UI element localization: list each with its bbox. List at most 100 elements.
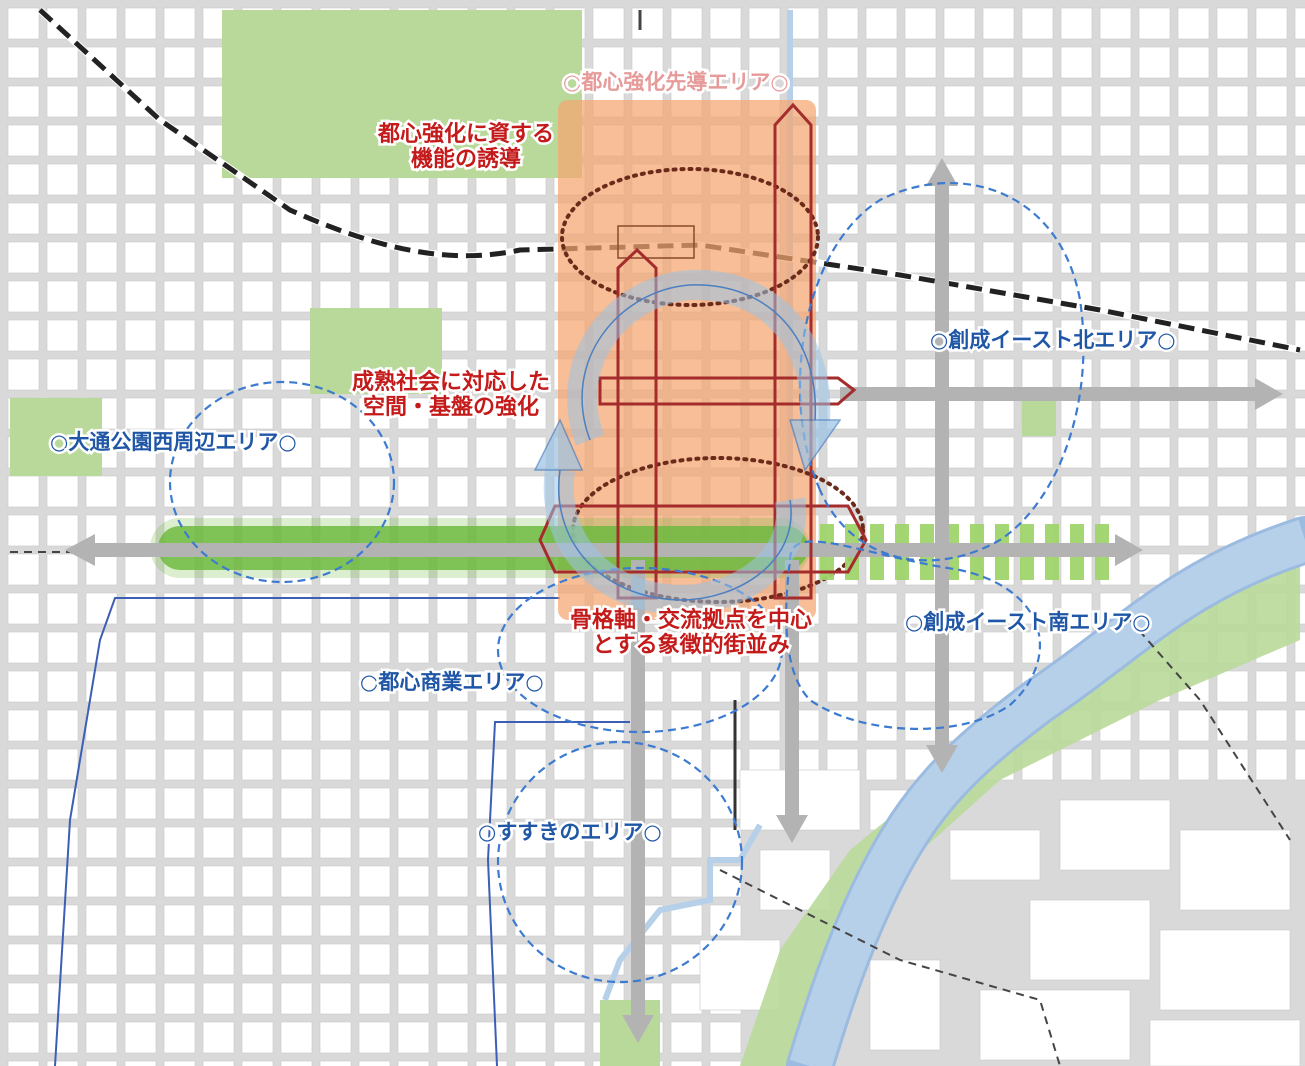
city-block [7,358,40,391]
city-block [124,7,157,40]
city-block [319,865,352,898]
city-block [1177,436,1210,469]
city-block [7,514,40,547]
city-block [124,475,157,508]
city-block [241,631,274,664]
city-block [670,826,703,859]
city-block [85,1060,118,1066]
city-block [163,7,196,40]
city-block [202,241,235,274]
cycle-arrow [533,269,842,616]
label-kinou-yudo: 都心強化に資する 機能の誘導 [375,119,556,174]
city-block [1255,202,1288,235]
city-block [124,631,157,664]
city-block [280,982,313,1015]
city-block [163,982,196,1015]
city-block [7,670,40,703]
city-block [1138,163,1171,196]
label-line: 成熟社会に対応した [349,367,552,397]
label-sosei-north: ○創成イースト北エリア○ [927,326,1178,355]
city-block [319,397,352,430]
city-block [514,319,547,352]
city-block [475,709,508,742]
city-block [670,1021,703,1054]
city-block [748,631,781,664]
city-block [1216,709,1249,742]
city-block [1021,475,1054,508]
city-block [85,163,118,196]
city-block [124,358,157,391]
city-block [397,202,430,235]
area-circle-sosei-north [798,181,1085,562]
city-block [1099,7,1132,40]
city-block [202,904,235,937]
city-block [592,748,625,781]
city-block [748,670,781,703]
city-block [202,436,235,469]
city-block [163,46,196,79]
city-block [553,748,586,781]
city-block [982,592,1015,625]
city-block [949,829,1041,881]
city-block [241,1060,274,1066]
city-block [319,631,352,664]
city-block [124,748,157,781]
city-block [202,358,235,391]
city-block [904,358,937,391]
city-block [1255,748,1288,781]
city-block [1138,241,1171,274]
city-block [1216,46,1249,79]
city-block [46,709,79,742]
city-block [826,631,859,664]
city-block [7,943,40,976]
city-block [943,202,976,235]
city-block [1216,124,1249,157]
city-block [1294,241,1305,274]
city-block [124,124,157,157]
city-block [46,631,79,664]
city-block [7,787,40,820]
city-block [358,748,391,781]
city-block [7,319,40,352]
city-block [982,436,1015,469]
city-block [202,280,235,313]
city-block [1294,280,1305,313]
city-block [982,85,1015,118]
city-block [7,904,40,937]
city-block [280,280,313,313]
city-block [1060,748,1093,781]
city-block [631,46,664,79]
city-block [982,631,1015,664]
city-block [1021,124,1054,157]
label-text: 都心強化先導エリア [579,68,773,97]
area-circle-susukino [496,740,744,984]
ring-symbol: ○ [1155,326,1178,355]
city-block [85,475,118,508]
city-block [280,1060,313,1066]
city-block [982,124,1015,157]
city-block [514,1021,547,1054]
city-block [514,865,547,898]
city-block [241,709,274,742]
city-block [709,1060,742,1066]
city-block [397,787,430,820]
axis-arrowhead [926,158,958,186]
city-block [124,202,157,235]
city-block [475,319,508,352]
city-block [124,865,157,898]
label-susukino: ○すすきのエリア○ [475,818,664,847]
ring-symbol: ○ [560,68,583,97]
city-block [7,280,40,313]
city-block [943,592,976,625]
city-block [592,826,625,859]
city-block [124,280,157,313]
river-water [789,520,1305,1066]
jr-line [38,8,1301,353]
city-block [1099,85,1132,118]
city-block [397,1060,430,1066]
city-block [202,709,235,742]
city-block [748,7,781,40]
city-block [475,670,508,703]
city-block [124,46,157,79]
city-block [553,1060,586,1066]
